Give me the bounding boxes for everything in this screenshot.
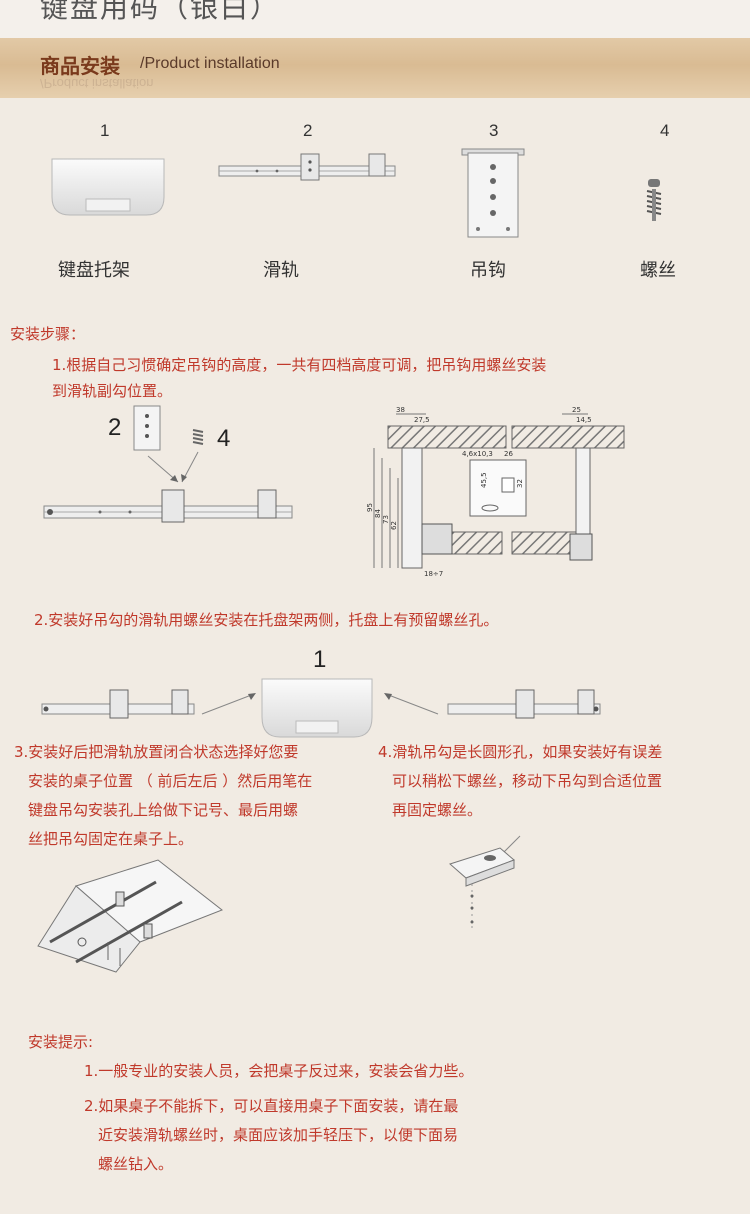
step2-left-arrow — [201, 693, 256, 715]
svg-text:18÷7: 18÷7 — [424, 570, 443, 578]
steps-heading: 安装步骤： — [10, 325, 86, 343]
tip1-text: 1.一般专业的安装人员，会把桌子反过来，安装会省力些。 — [84, 1062, 474, 1080]
step3-text-line1: 3.安装好后把滑轨放置闭合状态选择好您要 — [14, 743, 299, 761]
step1-hook-label: 2 — [108, 414, 122, 441]
keyboard-tray-image — [51, 158, 165, 216]
step2-tray-drawing — [261, 678, 373, 738]
svg-text:62: 62 — [390, 521, 398, 530]
step2-left-rail-drawing — [41, 689, 195, 719]
step2-right-arrow — [384, 693, 439, 715]
step4-text-line3: 再固定螺丝。 — [392, 801, 483, 819]
section-title-en: /Product installation — [140, 55, 280, 72]
section-title-cn: 商品安装 — [40, 54, 120, 78]
step1-text-line1: 1.根据自己习惯确定吊钩的高度，一共有四档高度可调，把吊钩用螺丝安装 — [52, 356, 547, 374]
step1-text-line2: 到滑轨副勾位置。 — [52, 382, 173, 400]
step3-text-line4: 丝把吊勾固定在桌子上。 — [28, 830, 194, 848]
svg-text:14,5: 14,5 — [576, 416, 592, 424]
svg-text:27,5: 27,5 — [414, 416, 430, 424]
svg-text:45,5: 45,5 — [480, 472, 488, 488]
svg-text:84: 84 — [374, 509, 382, 518]
screw-image — [646, 179, 662, 221]
header-strip: 键盘用码（银白） — [0, 0, 750, 38]
tip2-text-line2: 近安装滑轨螺丝时，桌面应该加手轻压下，以便下面易 — [98, 1126, 459, 1144]
svg-text:73: 73 — [382, 515, 390, 524]
svg-text:4,6x10,3: 4,6x10,3 — [462, 450, 493, 458]
step4-text-line1: 4.滑轨吊勾是长圆形孔，如果安装好有误差 — [378, 743, 663, 761]
step1-assembly-drawing — [43, 405, 293, 523]
step2-tray-label: 1 — [313, 646, 327, 673]
part-label-rail: 滑轨 — [263, 260, 299, 281]
svg-text:38: 38 — [396, 406, 405, 414]
page-title: 键盘用码（银白） — [40, 0, 281, 24]
part-label-hook: 吊钩 — [470, 260, 506, 281]
step4-text-line2: 可以稍松下螺丝，移动下吊勾到合适位置 — [392, 772, 663, 790]
part-number-1: 1 — [100, 121, 110, 140]
svg-text:26: 26 — [504, 450, 513, 458]
tip2-text-line3: 螺丝钻入。 — [98, 1155, 174, 1173]
step2-right-rail-drawing — [447, 689, 601, 719]
hook-image — [461, 148, 525, 238]
part-number-2: 2 — [303, 121, 313, 140]
step3-table-drawing — [37, 859, 223, 973]
step3-text-line3: 键盘吊勾安装孔上给做下记号、最后用螺 — [28, 801, 299, 819]
part-label-tray: 键盘托架 — [58, 260, 130, 281]
svg-text:32: 32 — [516, 479, 524, 488]
step2-text: 2.安装好吊勾的滑轨用螺丝安装在托盘架两侧，托盘上有预留螺丝孔。 — [34, 611, 499, 629]
tip2-text-line1: 2.如果桌子不能拆下，可以直接用桌子下面安装，请在最 — [84, 1097, 459, 1115]
part-number-3: 3 — [489, 121, 499, 140]
step4-hook-drawing — [449, 835, 521, 932]
tips-heading: 安装提示: — [28, 1033, 94, 1051]
svg-text:25: 25 — [572, 406, 581, 414]
part-number-4: 4 — [660, 121, 670, 140]
step3-text-line2: 安装的桌子位置 （ 前后左后 ）然后用笔在 — [28, 772, 313, 790]
section-title-reflection: /Product installation — [40, 76, 154, 91]
slide-rail-image — [218, 153, 396, 181]
part-label-screw: 螺丝 — [640, 260, 676, 281]
section-banner — [0, 38, 750, 98]
step1-dimension-diagram: 38 27,5 25 14,5 4,6x10,3 26 45,5 32 95 8… — [366, 406, 625, 578]
step1-screw-label: 4 — [217, 425, 231, 452]
svg-text:95: 95 — [366, 503, 374, 512]
